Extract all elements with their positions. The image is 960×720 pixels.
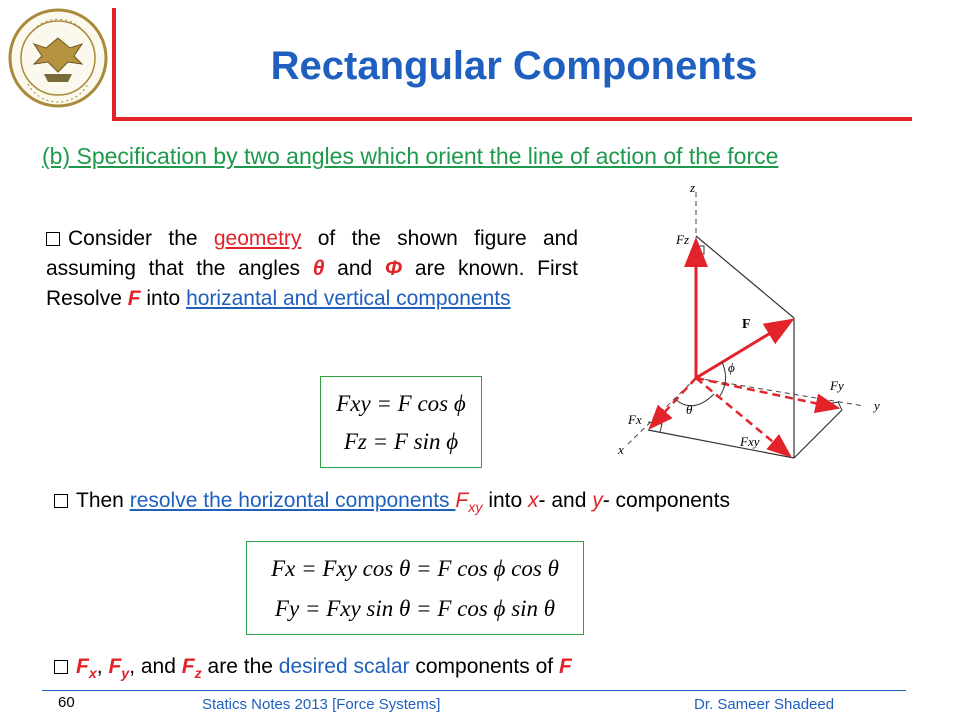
symbol-F: F bbox=[127, 287, 141, 310]
edge-front bbox=[647, 429, 795, 459]
footer-author: Dr. Sameer Shadeed bbox=[694, 696, 835, 713]
keyword-resolve-horizontal: resolve the horizontal components bbox=[129, 489, 456, 512]
footer-course-title: Statics Notes 2013 [Force Systems] bbox=[202, 696, 441, 713]
equation-fz: Fz = F sin ϕ bbox=[343, 429, 459, 454]
label-x: x bbox=[617, 442, 624, 457]
label-Fz: Fz bbox=[675, 232, 689, 247]
checkbox-bullet-icon bbox=[46, 232, 60, 246]
vector-f bbox=[695, 318, 795, 380]
label-z: z bbox=[689, 182, 695, 195]
label-F: F bbox=[742, 317, 751, 332]
section-subheading: (b) Specification by two angles which or… bbox=[42, 143, 779, 169]
keyword-desired-scalar: desired scalar bbox=[278, 655, 410, 678]
slide-title: Rectangular Components bbox=[270, 44, 758, 88]
label-Fy: Fy bbox=[829, 378, 844, 393]
symbol-fxy: Fxy bbox=[455, 489, 483, 517]
page-number: 60 bbox=[58, 694, 75, 711]
paragraph-geometry: Consider the geometry of the shown figur… bbox=[46, 227, 578, 310]
label-y: y bbox=[872, 398, 880, 413]
paragraph-scalar-components: Fx, Fy, and Fz are the desired scalar co… bbox=[54, 652, 814, 689]
theta-arc bbox=[675, 393, 715, 407]
equation-fx: Fx = Fxy cos θ = F cos ϕ cos θ bbox=[271, 556, 559, 581]
label-Fxy: Fxy bbox=[739, 434, 760, 449]
title-horizontal-rule bbox=[112, 117, 912, 121]
footer-rule bbox=[42, 690, 906, 691]
equation-fy: Fy = Fxy sin θ = F cos ϕ sin θ bbox=[274, 596, 556, 621]
title-vertical-rule bbox=[112, 8, 116, 120]
keyword-geometry: geometry bbox=[213, 227, 302, 250]
equation-box-fx-fy: Fx = Fxy cos θ = F cos ϕ cos θ Fy = Fxy … bbox=[246, 541, 584, 635]
label-Fx: Fx bbox=[627, 412, 642, 427]
phi-arc bbox=[719, 361, 726, 397]
paragraph-resolve-horizontal: Then resolve the horizontal components F… bbox=[54, 486, 814, 523]
checkbox-bullet-icon bbox=[54, 494, 68, 508]
vector-fy bbox=[695, 376, 841, 414]
equation-fxy: Fxy = F cos ϕ bbox=[336, 391, 466, 416]
label-theta: θ bbox=[686, 402, 693, 417]
symbol-phi: Φ bbox=[384, 257, 403, 280]
vector-fxy bbox=[695, 377, 792, 458]
keyword-horizontal-vertical: horizantal and vertical components bbox=[186, 287, 511, 310]
symbol-theta: θ bbox=[312, 257, 325, 280]
edge-right bbox=[793, 409, 843, 459]
label-phi: ϕ bbox=[728, 360, 735, 375]
edge-top bbox=[695, 235, 795, 319]
equation-box-fxy-fz: Fxy = F cos ϕ Fz = F sin ϕ bbox=[320, 376, 482, 468]
checkbox-bullet-icon bbox=[54, 660, 68, 674]
vector-fx bbox=[648, 377, 697, 430]
force-geometry-figure: z y x F Fz Fy Fx Fxy ϕ θ bbox=[617, 182, 880, 459]
university-seal-logo bbox=[8, 8, 108, 108]
